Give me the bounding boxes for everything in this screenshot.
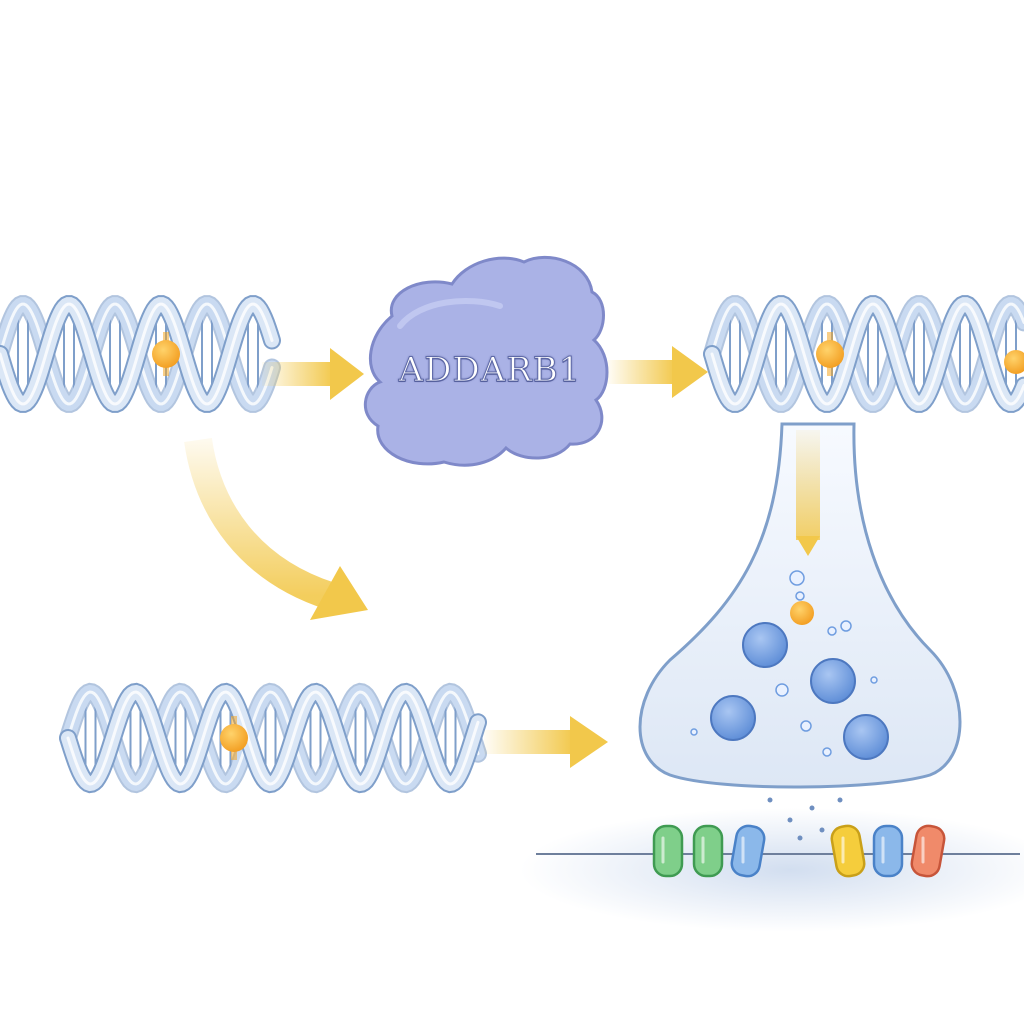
particle <box>690 728 698 736</box>
arrow-to-enzyme <box>262 348 364 400</box>
receptor <box>730 824 766 878</box>
dna-helix-unedited-top <box>0 295 281 413</box>
released-molecule <box>837 797 843 803</box>
base-pair <box>201 309 213 399</box>
released-molecule <box>797 835 803 841</box>
particle <box>789 570 805 586</box>
base-pair <box>775 309 787 399</box>
dna-helix-edited-top <box>703 295 1024 413</box>
edit-site-dot <box>220 724 248 752</box>
particle <box>822 747 832 757</box>
base-pair <box>247 309 259 399</box>
particle <box>870 676 878 684</box>
base-pair <box>17 309 29 399</box>
receptor <box>652 824 684 878</box>
curved-arrow-down <box>184 437 368 620</box>
particle <box>840 620 852 632</box>
receptor <box>692 824 724 878</box>
particle <box>827 626 837 636</box>
arrow-to-synapse <box>484 716 608 768</box>
receptor <box>910 824 946 878</box>
particle <box>795 591 805 601</box>
released-molecule <box>767 797 773 803</box>
receptors <box>652 824 946 878</box>
base-pair <box>729 309 741 399</box>
edit-site-dot <box>152 340 180 368</box>
base-pair <box>867 309 879 399</box>
released-molecule <box>809 805 815 811</box>
vesicle <box>742 622 788 668</box>
particle <box>800 720 812 732</box>
vesicle <box>810 658 856 704</box>
base-pair <box>913 309 925 399</box>
receptor <box>872 824 904 878</box>
synaptic-vesicles <box>690 570 889 841</box>
helix-strand-highlight <box>710 302 1024 406</box>
base-pair <box>63 309 75 399</box>
released-molecule <box>819 827 825 833</box>
base-pair <box>109 309 121 399</box>
helix-strand-highlight <box>66 690 480 786</box>
helix-strand-highlight <box>710 302 1024 406</box>
vesicle <box>710 695 756 741</box>
receptor <box>830 824 866 878</box>
helix-strand-highlight <box>66 690 480 786</box>
released-molecule <box>787 817 793 823</box>
presynaptic-terminal <box>520 422 1024 932</box>
arrow-to-edited <box>608 346 708 398</box>
helix-strand-highlight <box>0 302 274 406</box>
dna-helix-bottom <box>59 682 487 794</box>
edit-site-dot <box>790 601 814 625</box>
vesicle <box>843 714 889 760</box>
particle <box>775 683 789 697</box>
enzyme-label: ADDARB1 <box>398 350 582 391</box>
enzyme <box>363 256 609 467</box>
edit-site-dot <box>1004 350 1024 374</box>
edit-site-dot <box>816 340 844 368</box>
base-pair <box>959 309 971 399</box>
